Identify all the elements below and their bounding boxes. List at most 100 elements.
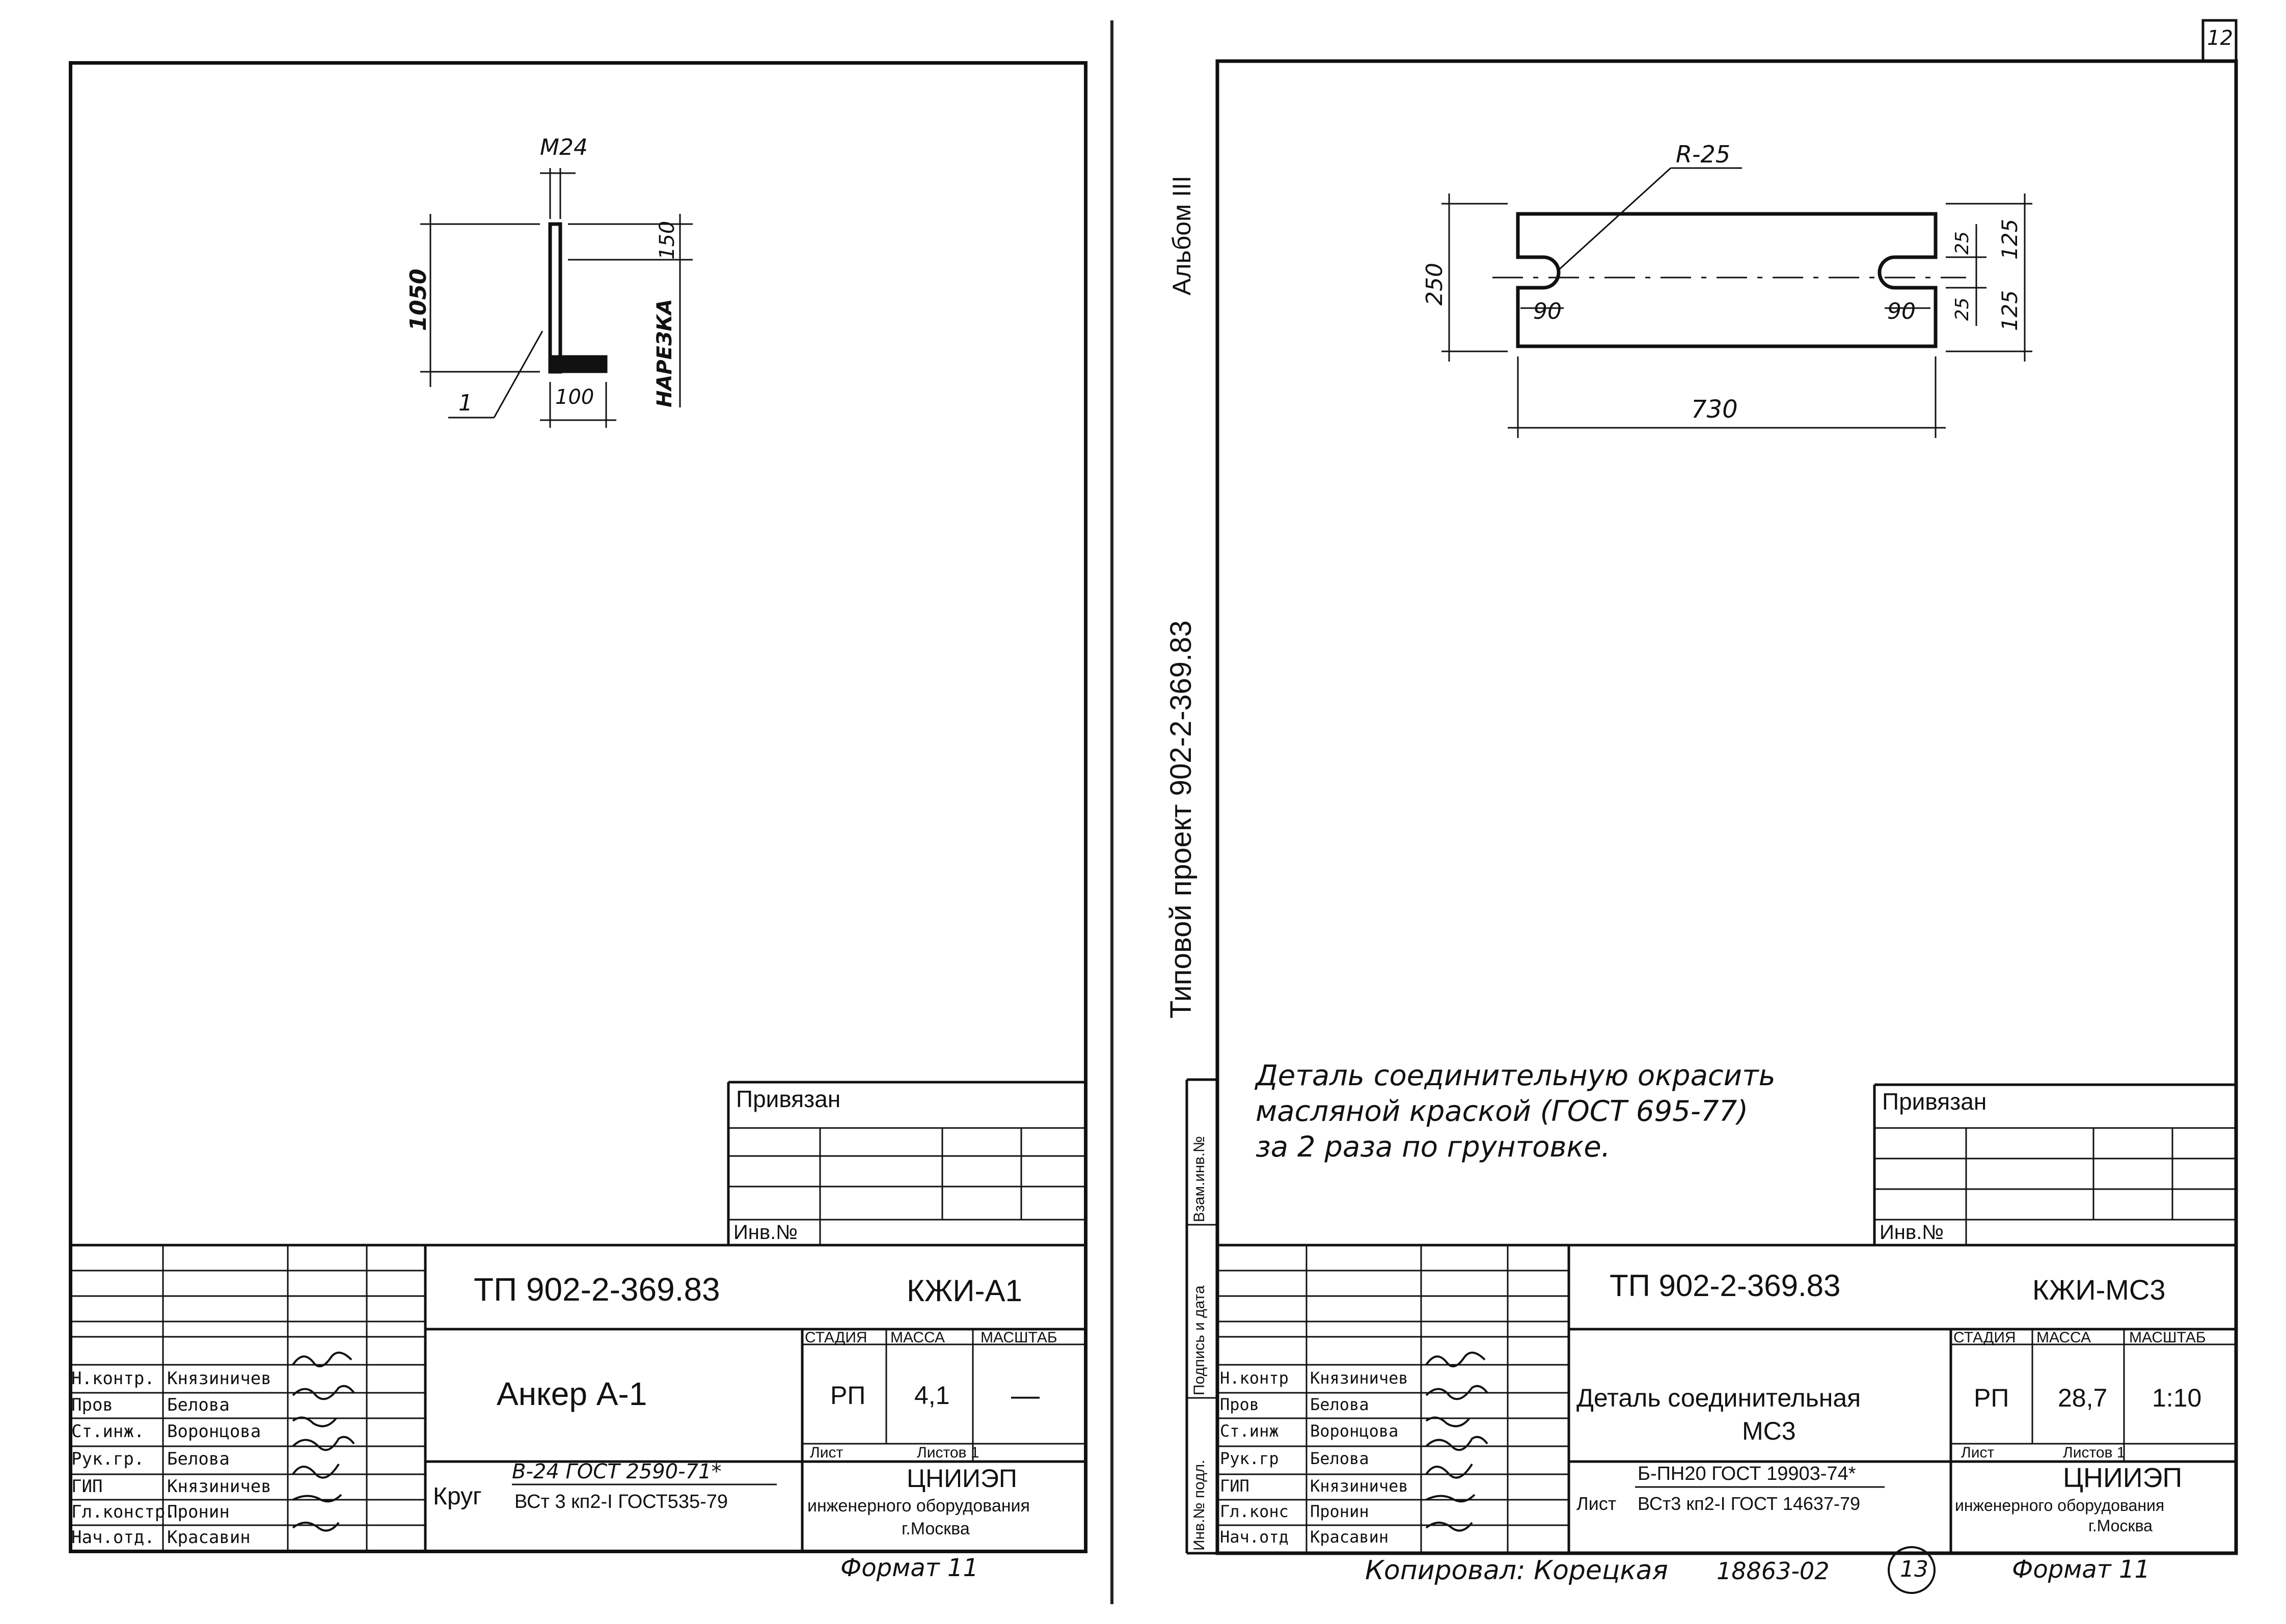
material-prefix: Круг (433, 1483, 482, 1510)
staff-name: Воронцова (1310, 1421, 1399, 1441)
signatures (292, 1352, 1488, 1532)
drawing-title-line-1: Деталь соединительная (1576, 1384, 1861, 1412)
page-number: 13 (1900, 1556, 1928, 1582)
staff-role: Гл.констр. (71, 1502, 176, 1522)
paint-note-line-3: за 2 раза по грунтовке. (1256, 1131, 1611, 1164)
org-sub: инженерного оборудования (1955, 1496, 2165, 1515)
staff-name: Князиничев (1310, 1476, 1408, 1496)
staff-name: Князиничев (167, 1476, 271, 1497)
anchor-foot (549, 355, 608, 373)
staff-role: Нач.отд. (71, 1527, 155, 1548)
staff-role: Н.контр. (71, 1368, 155, 1389)
staff-name: Белова (1310, 1395, 1369, 1414)
mass-value: 4,1 (914, 1381, 950, 1410)
scale-header: МАСШТАБ (981, 1329, 1057, 1346)
format-label: Формат 11 (2012, 1555, 2151, 1584)
bolt-label: M24 (540, 134, 588, 160)
scale-header: МАСШТАБ (2129, 1329, 2206, 1346)
material-prefix: Лист (1576, 1493, 1617, 1514)
stage-value: РП (830, 1381, 866, 1410)
inv-no-label: Инв.№ (733, 1221, 798, 1244)
privyazan-label: Привязан (1882, 1088, 1987, 1115)
staff-role: Пров (71, 1395, 113, 1415)
anchor-rod (548, 222, 562, 374)
album-label: Альбом III (1167, 176, 1196, 295)
paint-note-line-2: масляной краской (ГОСТ 695-77) (1256, 1095, 1749, 1128)
staff-name: Красавин (167, 1527, 251, 1548)
stage-header: СТАДИЯ (805, 1329, 867, 1346)
radius-label: R-25 (1676, 141, 1731, 168)
staff-name: Белова (167, 1449, 230, 1469)
dim-250: 250 (1422, 263, 1448, 306)
list-header: Лист (1961, 1444, 1995, 1461)
stage-value: РП (1974, 1384, 2009, 1412)
material-top: В-24 ГОСТ 2590-71* (512, 1460, 722, 1483)
staff-role: Рук.гр (1220, 1449, 1279, 1468)
dim-foot: 100 (555, 386, 594, 409)
dim-730: 730 (1691, 395, 1738, 424)
staff-name: Князиничев (167, 1368, 271, 1389)
podpis-label: Подпись и дата (1191, 1285, 1208, 1395)
connector-plate (1516, 212, 1938, 348)
dim-25-bottom: 25 (1952, 297, 1973, 321)
staff-name: Белова (1310, 1449, 1369, 1468)
staff-role: ГИП (71, 1476, 103, 1497)
left-sheet-frame (69, 61, 1087, 1553)
org-name: ЦНИИЭП (907, 1464, 1017, 1493)
material-bottom: ВСт3 кп2-I ГОСТ 14637-79 (1638, 1493, 1860, 1514)
page-number-circle (1888, 1546, 1936, 1594)
dim-90-left: 90 (1533, 298, 1562, 324)
privyazan-label: Привязан (736, 1086, 841, 1112)
org-city: г.Москва (2088, 1517, 2153, 1535)
project-code: ТП 902-2-369.83 (474, 1271, 720, 1308)
scale-value: 1:10 (2152, 1384, 2202, 1412)
staff-name: Пронин (167, 1502, 230, 1522)
org-name: ЦНИИЭП (2063, 1463, 2183, 1493)
staff-role: Ст.инж (1220, 1421, 1279, 1441)
staff-role: Пров (1220, 1395, 1260, 1414)
mass-header: МАССА (890, 1329, 945, 1346)
vzam-label: Взам.инв.№ (1191, 1136, 1208, 1222)
staff-name: Пронин (1310, 1502, 1369, 1521)
drawing-title: Анкер А-1 (497, 1375, 647, 1412)
dim-125-top: 125 (1997, 218, 2022, 260)
dim-25-top: 25 (1952, 231, 1973, 255)
staff-role: Ст.инж. (71, 1421, 145, 1442)
org-city: г.Москва (902, 1519, 970, 1538)
sheet-mark: КЖИ-А1 (907, 1274, 1022, 1308)
mass-value: 28,7 (2058, 1384, 2108, 1412)
material-bottom: ВСт 3 кп2-I ГОСТ535-79 (514, 1491, 728, 1512)
dim-height: 1050 (405, 268, 431, 331)
dim-90-right: 90 (1887, 298, 1916, 324)
paint-note-line-1: Деталь соединительную окрасить (1256, 1059, 1776, 1092)
staff-role: Гл.конс (1220, 1502, 1289, 1521)
staff-role: Рук.гр. (71, 1449, 145, 1469)
drawing-title-line-2: МС3 (1742, 1417, 1796, 1445)
sheet-divider (1110, 20, 1113, 1604)
corner-page-number: 12 (2207, 26, 2233, 50)
dim-thread: 150 (656, 221, 679, 260)
project-stamp: Типовой проект 902-2-369.83 (1164, 620, 1198, 1019)
staff-name: Красавин (1310, 1527, 1389, 1547)
inv-podl-label: Инв.№ подл. (1191, 1460, 1208, 1551)
format-label: Формат 11 (840, 1554, 979, 1582)
list-header: Лист (810, 1444, 843, 1461)
copied-by: Копировал: Корецкая (1365, 1555, 1668, 1586)
stage-header: СТАДИЯ (1953, 1329, 2016, 1346)
order-number: 18863-02 (1717, 1557, 1830, 1585)
mass-header: МАССА (2036, 1329, 2091, 1346)
lists-header: Листов 1 (2063, 1444, 2126, 1461)
staff-role: Н.контр (1220, 1368, 1289, 1388)
dim-125-bottom: 125 (1997, 290, 2022, 331)
org-sub: инженерного оборудования (807, 1496, 1030, 1516)
staff-role: Нач.отд (1220, 1527, 1289, 1547)
project-code: ТП 902-2-369.83 (1610, 1269, 1841, 1303)
staff-role: ГИП (1220, 1476, 1249, 1496)
lists-header: Листов 1 (917, 1444, 979, 1461)
staff-name: Белова (167, 1395, 230, 1415)
sheet-mark: КЖИ-МС3 (2032, 1274, 2166, 1306)
part-label: 1 (458, 390, 473, 416)
staff-name: Князиничев (1310, 1368, 1408, 1388)
staff-name: Воронцова (167, 1421, 261, 1442)
